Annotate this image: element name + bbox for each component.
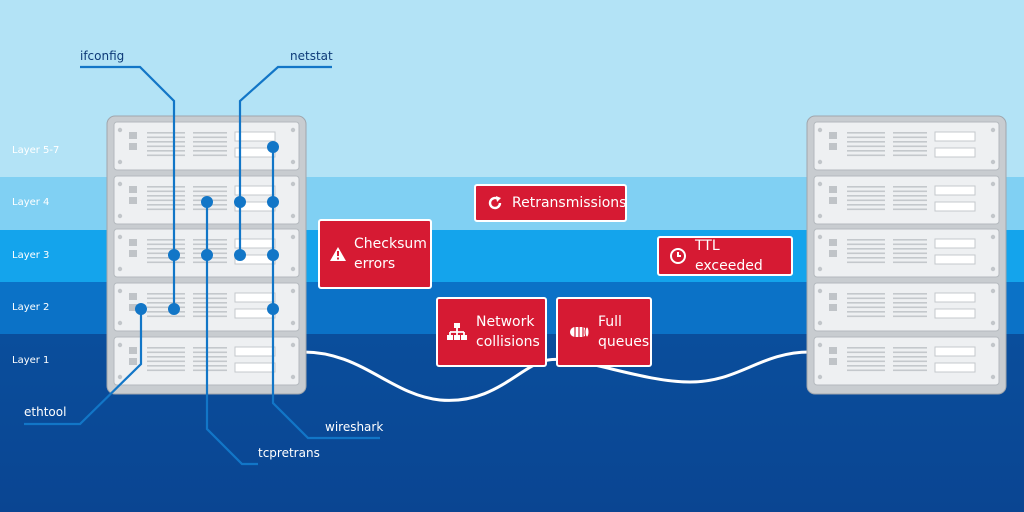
tool-wireshark: wireshark	[325, 420, 384, 434]
tool-dots	[135, 141, 279, 315]
right-server	[806, 115, 1007, 395]
full-queues-text: Full queues	[598, 314, 650, 350]
retransmissions-box: Retransmissions	[474, 184, 627, 222]
tcpretrans-connector	[205, 202, 258, 466]
refresh-icon	[485, 194, 505, 212]
tool-connectors	[24, 65, 380, 466]
checksum-errors-text: Checksum errors	[354, 236, 427, 272]
rack-unit	[813, 282, 1000, 332]
warning-icon	[328, 246, 348, 262]
layer-label-2: Layer 2	[12, 302, 50, 313]
tool-ethtool: ethtool	[24, 405, 67, 419]
layer-label-4: Layer 4	[12, 197, 50, 208]
checksum-errors-box: Checksum errors	[318, 219, 432, 289]
wireshark-connector	[271, 147, 380, 440]
layer-label-5-7: Layer 5-7	[12, 145, 60, 156]
network-icon	[446, 322, 468, 342]
layer-label-3: Layer 3	[12, 250, 50, 261]
rack-unit	[813, 336, 1000, 386]
ifconfig-connector	[80, 65, 176, 309]
retransmissions-text: Retransmissions	[512, 195, 627, 211]
network-cable	[299, 350, 811, 402]
ethtool-connector	[24, 309, 143, 426]
clock-icon	[668, 247, 688, 265]
rack-unit	[113, 121, 300, 171]
network-collisions-box: Network collisions	[436, 297, 547, 367]
ttl-exceeded-text: TTL exceeded	[695, 238, 763, 274]
rack-unit	[813, 228, 1000, 278]
full-queues-box: Full queues	[556, 297, 652, 367]
layer-label-1: Layer 1	[12, 355, 50, 366]
rack-unit	[813, 175, 1000, 225]
network-collisions-text: Network collisions	[476, 314, 540, 350]
tool-ifconfig: ifconfig	[80, 49, 125, 63]
netstat-connector	[238, 65, 332, 255]
ttl-exceeded-box: TTL exceeded	[657, 236, 793, 276]
rack-unit	[813, 121, 1000, 171]
tool-netstat: netstat	[290, 49, 333, 63]
tool-tcpretrans: tcpretrans	[258, 446, 320, 460]
queue-icon	[568, 324, 590, 340]
